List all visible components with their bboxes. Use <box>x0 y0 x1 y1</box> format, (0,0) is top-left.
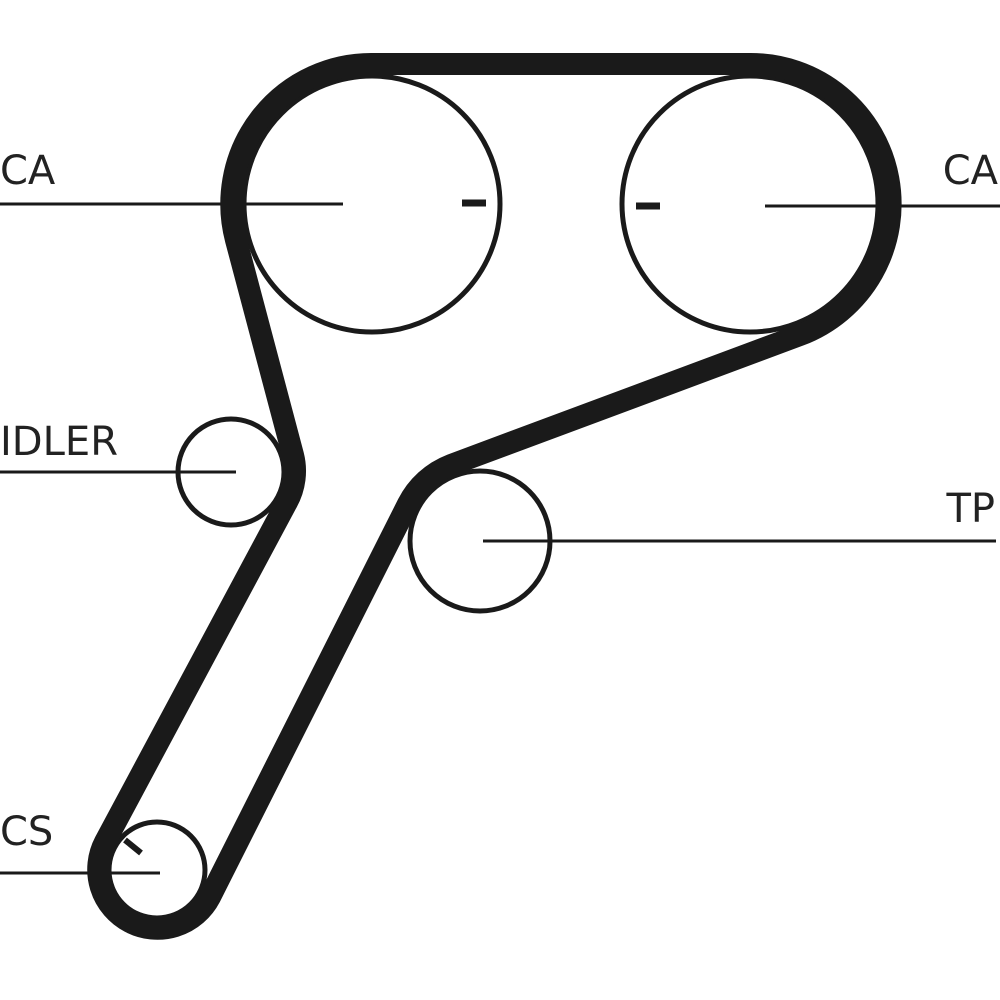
label-tensioner: TP <box>945 486 995 532</box>
crankshaft-pulley <box>106 819 208 921</box>
label-idler: IDLER <box>0 419 118 465</box>
timing-belt <box>87 52 902 940</box>
timing-mark-crankshaft <box>123 837 143 856</box>
label-cam-right: CA <box>943 148 999 194</box>
cam-pulley-right <box>619 73 881 335</box>
label-crankshaft: CS <box>0 809 53 855</box>
label-cam-left: CA <box>0 148 56 194</box>
